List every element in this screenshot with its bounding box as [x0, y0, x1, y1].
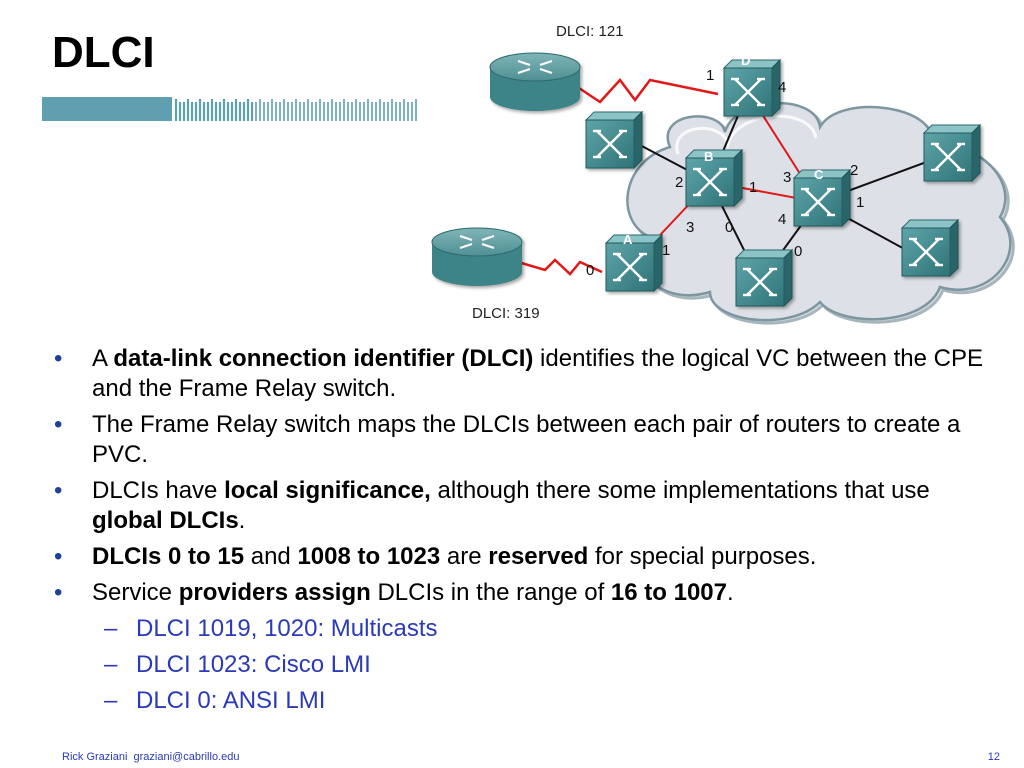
bullet-dot-icon: • [54, 543, 63, 570]
sub-bullet-item: –DLCI 0: ANSI LMI [52, 686, 1002, 716]
switch-d-icon [722, 58, 782, 118]
slide-title: DLCI [52, 28, 155, 77]
bullet-text: Service providers assign DLCIs in the ra… [92, 579, 734, 606]
switch-right-bottom-icon [900, 218, 960, 278]
router-bottom [431, 227, 523, 286]
port-label-b3: 3 [686, 219, 694, 236]
port-label-b2: 2 [675, 174, 683, 191]
sub-bullet-item: –DLCI 1023: Cisco LMI [52, 650, 1002, 680]
author-name: Rick Graziani [62, 751, 128, 763]
switch-label-a: A [623, 232, 633, 247]
port-label-c1: 1 [856, 194, 864, 211]
bullet-dot-icon: • [54, 477, 63, 504]
switch-left-icon [584, 110, 644, 170]
slide-number: 12 [987, 751, 1000, 763]
switch-b-icon [684, 148, 744, 208]
port-label-d1: 1 [706, 67, 714, 84]
bullet-dot-icon: • [54, 579, 63, 606]
sub-bullet-text: DLCI 1019, 1020: Multicasts [136, 615, 438, 642]
port-label-b1: 1 [749, 179, 757, 196]
port-label-c4: 4 [778, 211, 786, 228]
dash-icon: – [104, 651, 118, 678]
bullet-dot-icon: • [54, 345, 63, 372]
bullet-item: • A data-link connection identifier (DLCI… [52, 344, 1002, 404]
bullet-text: DLCIs have local significance, although … [92, 477, 930, 534]
switch-label-c: C [814, 167, 824, 182]
bullet-text: DLCIs 0 to 15 and 1008 to 1023 are reser… [92, 543, 817, 570]
dlci-319-label: DLCI: 319 [472, 305, 540, 322]
switch-c-icon [792, 168, 852, 228]
port-label-a1: 1 [662, 242, 670, 259]
switch-bottom-icon [734, 248, 794, 308]
port-label-c3: 3 [783, 169, 791, 186]
bullet-text: A data-link connection identifier (DLCI)… [92, 345, 983, 402]
router-top [489, 52, 581, 111]
switch-label-b: B [704, 149, 713, 164]
switch-a-icon [604, 233, 664, 293]
switch-label-d: D [741, 53, 750, 68]
port-label-d4: 4 [778, 79, 786, 96]
sub-bullet-text: DLCI 0: ANSI LMI [136, 687, 326, 714]
bullet-item: • DLCIs 0 to 15 and 1008 to 1023 are rese… [52, 542, 1002, 572]
bullet-dot-icon: • [54, 411, 63, 438]
sub-bullet-item: –DLCI 1019, 1020: Multicasts [52, 614, 1002, 644]
bullet-item: • DLCIs have local significance, although… [52, 476, 1002, 536]
bullet-item: • Service providers assign DLCIs in the r… [52, 578, 1002, 608]
port-label-a0: 0 [586, 262, 594, 279]
bullet-text: The Frame Relay switch maps the DLCIs be… [92, 411, 961, 468]
bullet-list: • A data-link connection identifier (DLCI… [52, 344, 1002, 722]
footer-author: Rick Graziani graziani@cabrillo.edu [62, 751, 239, 763]
port-label-c0: 0 [794, 243, 802, 260]
sub-bullet-text: DLCI 1023: Cisco LMI [136, 651, 371, 678]
dash-icon: – [104, 687, 118, 714]
frame-relay-diagram: D B C A DLCI: 121 DLCI: 319 1 4 2 1 3 0 … [431, 23, 1015, 325]
port-label-b0: 0 [725, 219, 733, 236]
title-underline-bar [42, 97, 417, 121]
bullet-item: • The Frame Relay switch maps the DLCIs b… [52, 410, 1002, 470]
dash-icon: – [104, 615, 118, 642]
dlci-121-label: DLCI: 121 [556, 23, 624, 40]
port-label-c2: 2 [850, 162, 858, 179]
author-email[interactable]: graziani@cabrillo.edu [133, 751, 240, 763]
switch-right-top-icon [922, 123, 982, 183]
